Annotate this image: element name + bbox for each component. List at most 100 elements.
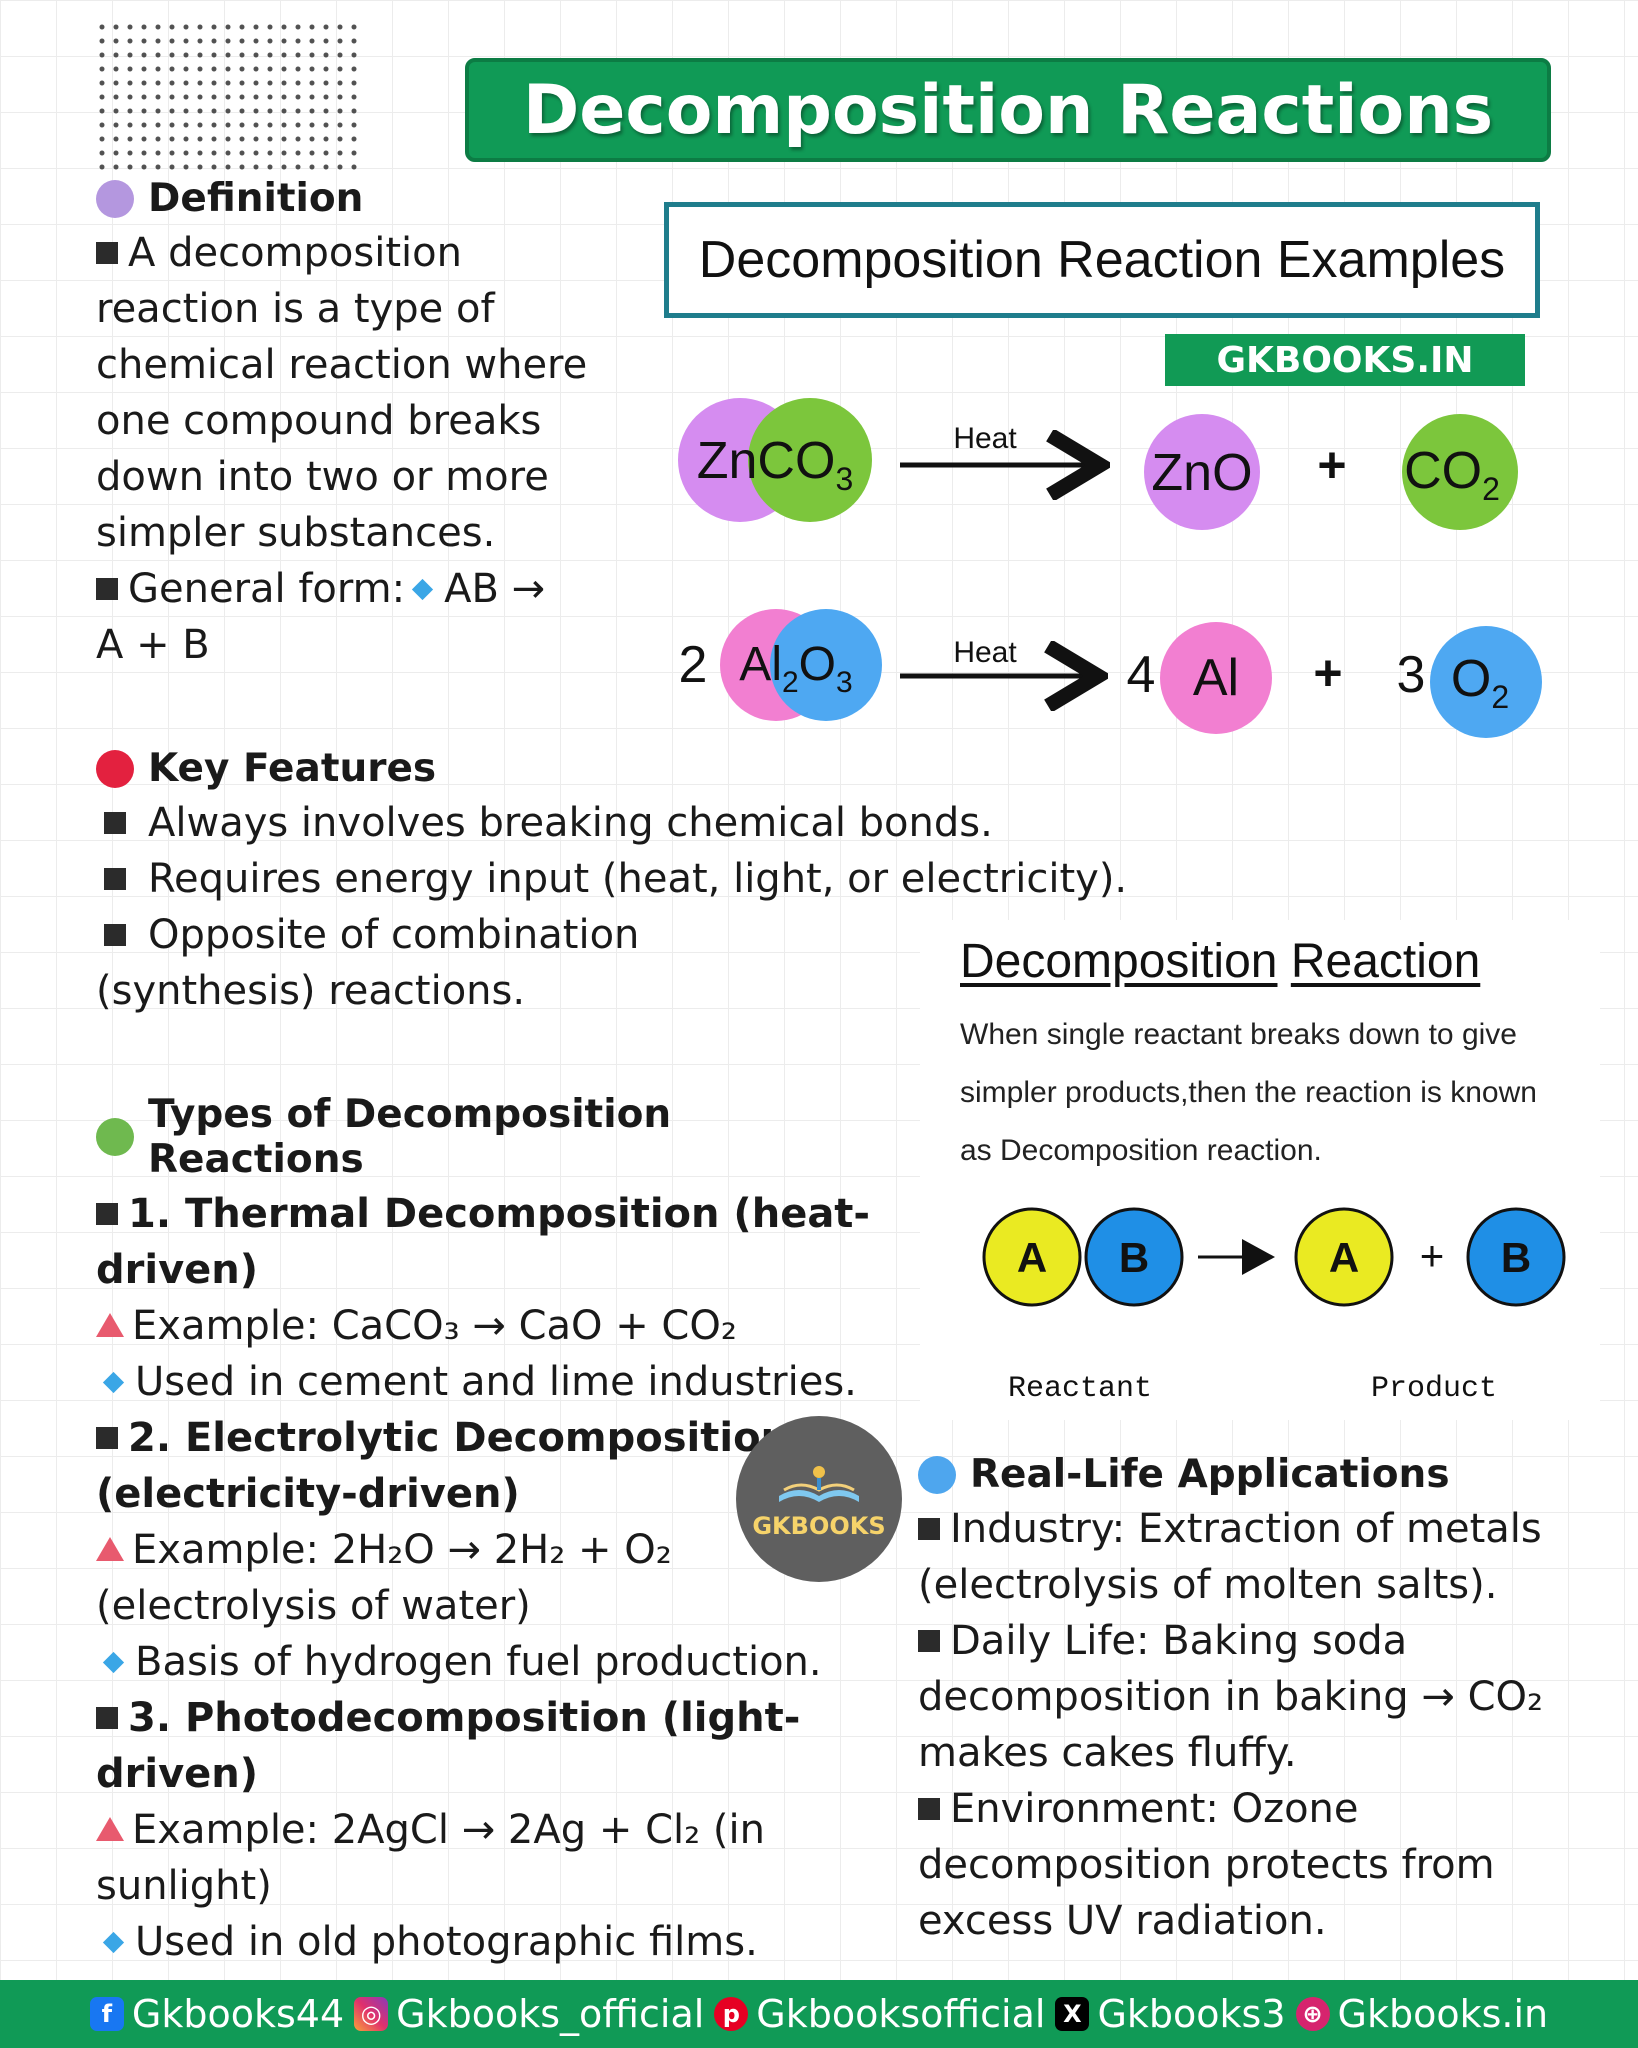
red-dot-icon <box>96 749 134 788</box>
type-electrolytic-use: Basis of hydrogen fuel production. <box>96 1634 896 1690</box>
svg-text:CO2: CO2 <box>1404 442 1500 507</box>
type-thermal-example: Example: CaCO₃ → CaO + CO₂ <box>96 1298 896 1354</box>
x-link[interactable]: X Gkbooks3 <box>1055 1992 1286 2036</box>
concept-plus: + <box>1420 1232 1445 1279</box>
applications-list: Industry: Extraction of metals (electrol… <box>918 1501 1618 1949</box>
reaction1-plus: + <box>1317 437 1346 493</box>
ab-decomposition-diagram: A B A + B Reactant Product <box>982 1207 1566 1406</box>
key-features-heading: Key Features <box>96 746 1196 791</box>
zno-circle <box>1144 414 1260 530</box>
concept-panel: Decomposition Reaction When single react… <box>920 920 1600 1420</box>
reactant-caption: Reactant <box>1008 1372 1152 1406</box>
product-a-circle <box>1294 1207 1394 1307</box>
list-item: Always involves breaking chemical bonds. <box>96 795 1196 851</box>
square-bullet-icon <box>96 1203 118 1225</box>
reaction2-product1-coefficient: 4 <box>1127 646 1156 704</box>
pinterest-icon: p <box>714 1997 749 2031</box>
reaction2-plus: + <box>1313 645 1342 701</box>
diamond-bullet-icon <box>102 1931 125 1954</box>
definition-section: Definition A decomposition reaction is a… <box>96 176 616 673</box>
product-b-circle <box>1466 1207 1566 1307</box>
reactant-b-circle <box>1084 1207 1184 1307</box>
list-item: Opposite of combination <box>96 907 1196 963</box>
website-link[interactable]: ⊕ Gkbooks.in <box>1295 1992 1548 2036</box>
reaction1-reactant: ZnCO <box>697 432 836 490</box>
reactant-a-circle <box>982 1207 1082 1307</box>
definition-heading: Definition <box>96 176 616 221</box>
triangle-bullet-icon <box>96 1537 124 1561</box>
instagram-link[interactable]: ◎ Gkbooks_official <box>354 1992 704 2036</box>
globe-icon: ⊕ <box>1295 1997 1330 2031</box>
diamond-bullet-icon <box>411 578 434 601</box>
type-electrolytic-heading: 2. Electrolytic Decomposition <box>96 1410 896 1466</box>
svg-text:O2: O2 <box>1451 650 1509 715</box>
square-bullet-icon <box>96 242 118 264</box>
zinc-carbonate-circle-right <box>748 398 872 522</box>
square-bullet-icon <box>918 1518 940 1540</box>
list-item: Industry: Extraction of metals <box>918 1501 1618 1557</box>
types-section: Types of Decomposition Reactions 1. Ther… <box>96 1092 896 1970</box>
examples-title-box: Decomposition Reaction Examples <box>664 202 1540 318</box>
facebook-link[interactable]: f Gkbooks44 <box>89 1992 344 2036</box>
reactant-b-label: B <box>1119 1234 1149 1281</box>
book-icon <box>779 1466 859 1502</box>
reaction1-product1: ZnO <box>1151 444 1252 502</box>
type-photo-example: Example: 2AgCl → 2Ag + Cl₂ (in <box>96 1802 896 1858</box>
reaction2-product1: Al <box>1193 649 1239 707</box>
svg-text:Al2O3: Al2O3 <box>739 638 852 699</box>
svg-text:ZnCO3: ZnCO3 <box>697 432 853 497</box>
page-title: Decomposition Reactions <box>522 70 1494 150</box>
type-photo-heading: 3. Photodecomposition (light- <box>96 1690 896 1746</box>
applications-heading: Real-Life Applications <box>918 1452 1618 1497</box>
diamond-bullet-icon <box>102 1371 125 1394</box>
aluminium-circle <box>1160 622 1272 734</box>
decorative-dot-pattern <box>95 20 365 170</box>
blue-dot-icon <box>918 1455 956 1494</box>
x-icon: X <box>1055 1997 1090 2031</box>
product-a-label: A <box>1329 1234 1359 1281</box>
reaction2-product2-coefficient: 3 <box>1397 646 1426 704</box>
reaction2-product2: O <box>1451 650 1491 708</box>
diamond-bullet-icon <box>102 1651 125 1674</box>
square-bullet-icon <box>918 1798 940 1820</box>
key-features-list: Always involves breaking chemical bonds.… <box>96 795 1196 1019</box>
applications-section: Real-Life Applications Industry: Extract… <box>918 1452 1618 1949</box>
types-list: 1. Thermal Decomposition (heat- driven) … <box>96 1186 896 1970</box>
gkbooks-tag: GKBOOKS.IN <box>1165 334 1525 386</box>
reaction2-reactant: Al <box>739 638 782 691</box>
square-bullet-icon <box>104 868 126 890</box>
types-heading: Types of Decomposition Reactions <box>96 1092 896 1182</box>
purple-dot-icon <box>96 179 134 218</box>
definition-text: A decomposition reaction is a type of ch… <box>96 230 588 668</box>
square-bullet-icon <box>96 578 118 600</box>
type-thermal-heading: 1. Thermal Decomposition (heat- <box>96 1186 896 1242</box>
product-b-label: B <box>1501 1234 1531 1281</box>
green-dot-icon <box>96 1118 134 1156</box>
pinterest-link[interactable]: p Gkbooksofficial <box>714 1992 1045 2036</box>
type-electrolytic-example: Example: 2H₂O → 2H₂ + O₂ <box>96 1522 896 1578</box>
key-features-section: Key Features Always involves breaking ch… <box>96 746 1196 1019</box>
facebook-icon: f <box>89 1997 124 2031</box>
square-bullet-icon <box>104 812 126 834</box>
concept-title: Decomposition Reaction <box>960 935 1481 988</box>
list-item: (synthesis) reactions. <box>96 968 526 1014</box>
square-bullet-icon <box>918 1630 940 1652</box>
square-bullet-icon <box>104 924 126 946</box>
type-thermal-use: Used in cement and lime industries. <box>96 1354 896 1410</box>
reactant-a-label: A <box>1017 1234 1047 1281</box>
alumina-circle-right <box>770 609 882 721</box>
square-bullet-icon <box>96 1707 118 1729</box>
social-footer: f Gkbooks44 ◎ Gkbooks_official p Gkbooks… <box>0 1980 1638 2048</box>
type-photo-use: Used in old photographic films. <box>96 1914 896 1970</box>
co2-circle <box>1402 414 1518 530</box>
oxygen-circle <box>1430 626 1542 738</box>
gkbooks-logo: GKBOOKS <box>736 1416 902 1582</box>
concept-description: When single reactant breaks down to give… <box>960 1018 1537 1167</box>
list-item: Daily Life: Baking soda <box>918 1613 1618 1669</box>
reaction1-condition: Heat <box>953 422 1017 455</box>
instagram-icon: ◎ <box>354 1997 389 2031</box>
triangle-bullet-icon <box>96 1817 124 1841</box>
reaction-examples-diagram: ZnCO3 Heat ZnO + CO2 2 Al2O3 Heat 4 Al +… <box>678 398 1542 738</box>
title-banner: Decomposition Reactions <box>465 58 1551 162</box>
product-caption: Product <box>1371 1372 1497 1406</box>
